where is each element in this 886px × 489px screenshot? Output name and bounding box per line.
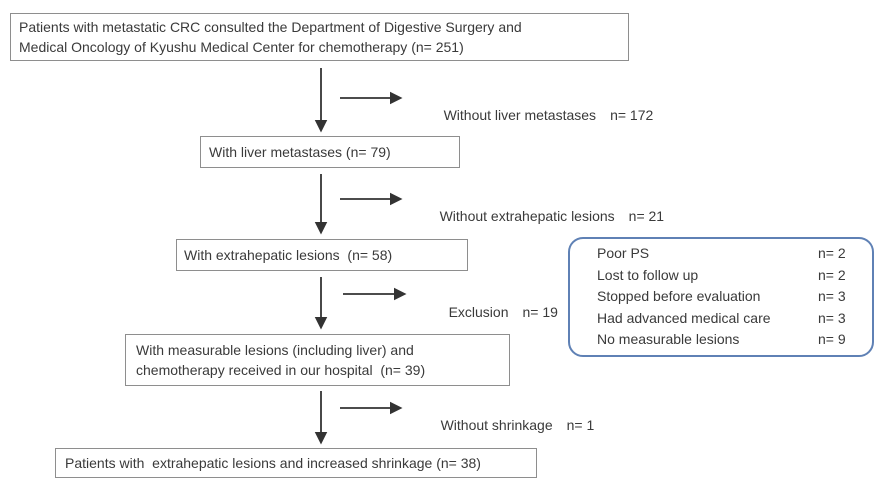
box-with-extrahepatic-lesions: With extrahepatic lesions (n= 58) — [176, 239, 468, 271]
exclusion-row-poor-ps: Poor PS n= 2 — [597, 243, 858, 265]
exclusion-row-no-measurable-lesions-value: n= 9 — [818, 331, 846, 348]
branch-exclusion-count: n= 19 — [522, 304, 558, 320]
box-with-liver-metastases: With liver metastases (n= 79) — [200, 136, 460, 168]
exclusion-row-no-measurable-lesions-label: No measurable lesions — [597, 331, 740, 348]
branch-without-extrahepatic-lesions: Without extrahepatic lesions n= 21 — [424, 191, 665, 242]
exclusion-row-lost-follow-up-label: Lost to follow up — [597, 266, 699, 283]
box-metastatic-crc: Patients with metastatic CRC consulted t… — [10, 13, 629, 61]
box-metastatic-crc-line1: Patients with metastatic CRC consulted t… — [19, 19, 522, 35]
box-with-liver-metastases-text: With liver metastases (n= 79) — [209, 144, 391, 160]
branch-without-shrinkage-count: n= 1 — [566, 417, 595, 433]
exclusion-row-poor-ps-value: n= 2 — [818, 245, 846, 262]
box-with-measurable-lesions: With measurable lesions (including liver… — [125, 334, 510, 386]
box-metastatic-crc-line2: Medical Oncology of Kyushu Medical Cente… — [19, 39, 464, 55]
exclusion-row-advanced-medical-care-label: Had advanced medical care — [597, 309, 771, 326]
exclusion-row-lost-follow-up: Lost to follow up n= 2 — [597, 265, 858, 287]
exclusion-row-advanced-medical-care-value: n= 3 — [818, 309, 846, 326]
box-final-patients: Patients with extrahepatic lesions and i… — [55, 448, 537, 478]
box-final-patients-text: Patients with extrahepatic lesions and i… — [65, 455, 481, 471]
exclusion-row-lost-follow-up-value: n= 2 — [818, 266, 846, 283]
branch-without-liver-metastases: Without liver metastases n= 172 — [428, 90, 654, 141]
box-with-extrahepatic-lesions-text: With extrahepatic lesions (n= 58) — [184, 247, 393, 263]
exclusion-row-stopped-before-evaluation-label: Stopped before evaluation — [597, 288, 761, 305]
exclusion-row-poor-ps-label: Poor PS — [597, 245, 650, 262]
branch-without-extrahepatic-lesions-label: Without extrahepatic lesions — [439, 208, 615, 224]
branch-without-shrinkage: Without shrinkage n= 1 — [425, 400, 595, 451]
exclusion-row-no-measurable-lesions: No measurable lesions n= 9 — [597, 329, 858, 351]
box-exclusion-details: Poor PS n= 2 Lost to follow up n= 2 Stop… — [568, 237, 874, 357]
branch-without-shrinkage-label: Without shrinkage — [440, 417, 553, 433]
exclusion-row-stopped-before-evaluation: Stopped before evaluation n= 3 — [597, 286, 858, 308]
box-with-measurable-lesions-line2: chemotherapy received in our hospital (n… — [136, 362, 426, 378]
branch-exclusion-label: Exclusion — [448, 304, 509, 320]
exclusion-row-advanced-medical-care: Had advanced medical care n= 3 — [597, 308, 858, 330]
branch-without-liver-metastases-label: Without liver metastases — [443, 107, 597, 123]
branch-without-extrahepatic-lesions-count: n= 21 — [628, 208, 665, 224]
branch-exclusion: Exclusion n= 19 — [433, 287, 558, 338]
box-with-measurable-lesions-line1: With measurable lesions (including liver… — [136, 342, 414, 358]
exclusion-row-stopped-before-evaluation-value: n= 3 — [818, 288, 846, 305]
branch-without-liver-metastases-count: n= 172 — [610, 107, 654, 123]
